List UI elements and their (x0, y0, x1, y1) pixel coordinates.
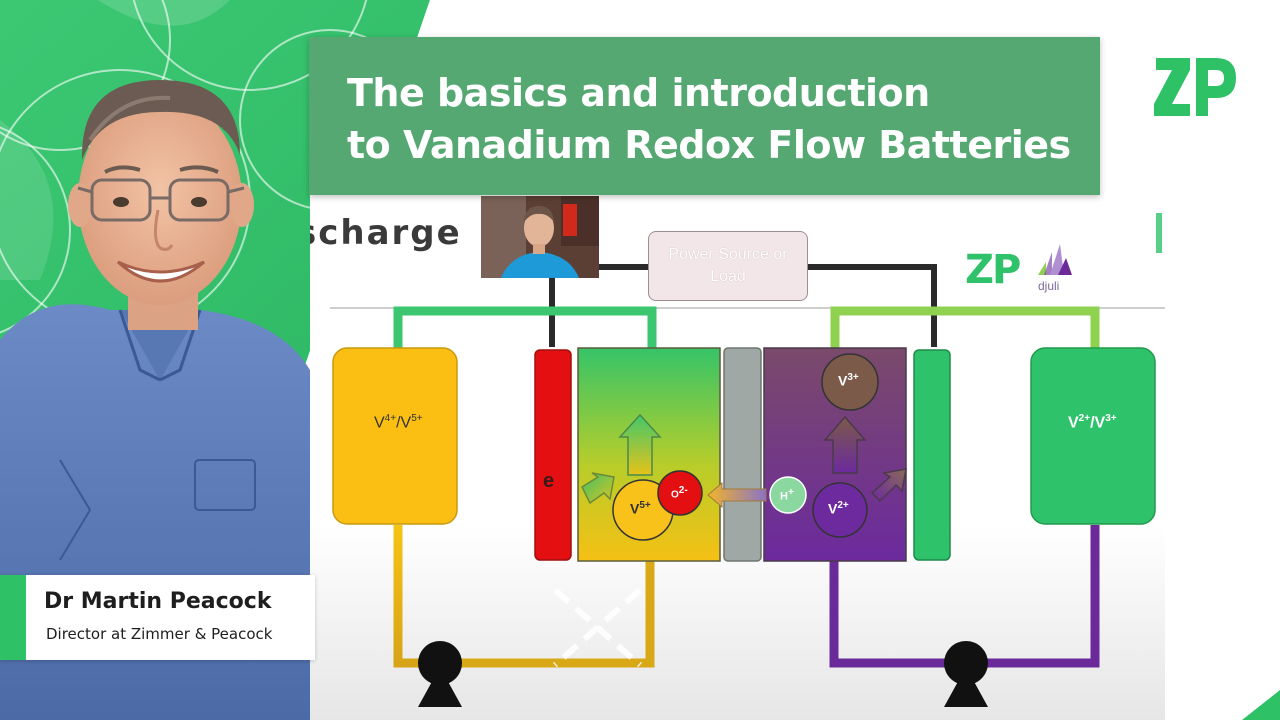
webcam-inset (481, 196, 599, 278)
flow-battery-diagram (310, 195, 1165, 720)
zp-brand-logo (1154, 58, 1236, 116)
name-card-accent (0, 575, 26, 660)
ion-v2-label: V2+ (828, 500, 849, 517)
power-source-box: Power Source or Load (648, 231, 808, 301)
title-line-1: The basics and introduction (347, 71, 930, 115)
presenter-role: Director at Zimmer & Peacock (46, 625, 273, 643)
presenter-name: Dr Martin Peacock (44, 589, 272, 614)
corner-accent (1242, 690, 1280, 720)
ion-v3-label: V3+ (838, 372, 859, 389)
slide-heading: scharge (310, 213, 462, 253)
slide-zp-logo: ZP (965, 247, 1021, 293)
title-banner: The basics and introduction to Vanadium … (309, 37, 1100, 195)
right-tank-label: V2+/V3+ (1068, 413, 1117, 432)
title-line-2: to Vanadium Redox Flow Batteries (347, 123, 1071, 167)
slide-diagram: scharge Power Source or Load V4+/V5+ V2+… (310, 195, 1165, 720)
djuli-logo-text: djuli (1038, 279, 1060, 293)
ion-v5-label: V5+ (630, 500, 651, 517)
presenter-name-card: Dr Martin Peacock Director at Zimmer & P… (0, 575, 315, 660)
ion-h-label: H+ (780, 487, 794, 503)
left-tank-label: V4+/V5+ (374, 413, 423, 432)
electrode-label: e (543, 470, 555, 492)
ion-o2-label: O2- (671, 485, 688, 501)
